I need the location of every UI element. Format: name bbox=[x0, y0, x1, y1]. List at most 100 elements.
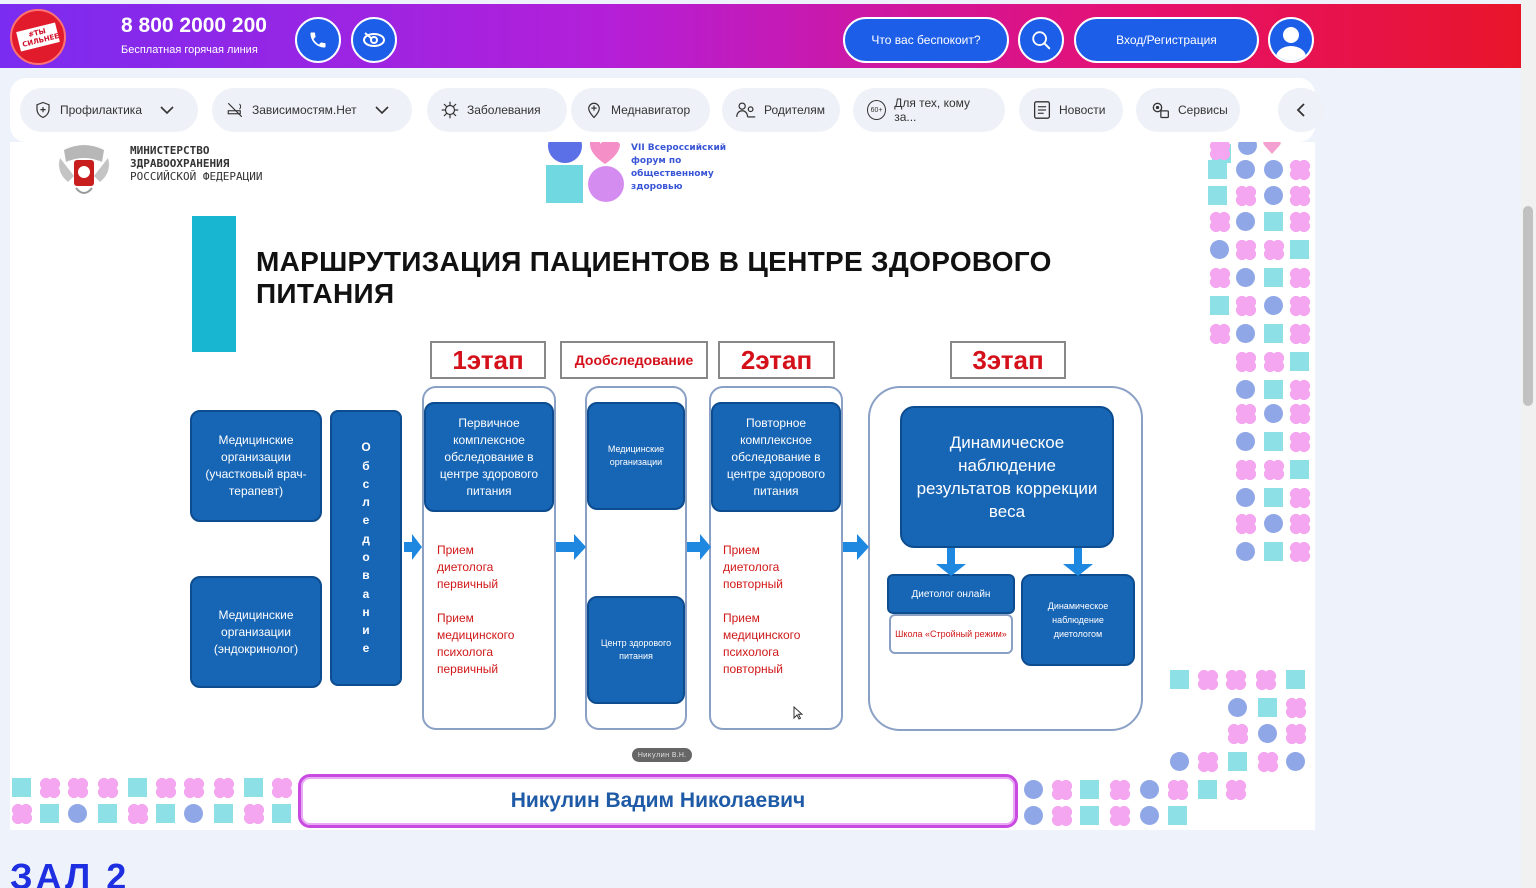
arrow-right-icon bbox=[404, 534, 422, 560]
chevron-down-icon bbox=[375, 106, 389, 115]
circle-shape bbox=[1228, 698, 1247, 717]
symptom-checker-button[interactable]: Что вас беспокоит? bbox=[843, 17, 1009, 63]
nav-item-label: Зависимостям.Нет bbox=[252, 103, 357, 117]
arrow-down-icon bbox=[1063, 548, 1093, 576]
hotline-phone[interactable]: 8 800 2000 200 bbox=[121, 14, 267, 37]
med-org-therapist-box: Медицинские организации (участковый врач… bbox=[190, 410, 322, 522]
nav-item-news[interactable]: Новости bbox=[1019, 88, 1123, 132]
ministry-label: МИНИСТЕРСТВО ЗДРАВООХРАНЕНИЯ РОССИЙСКОЙ … bbox=[130, 144, 262, 183]
vertical-letter: и bbox=[362, 623, 370, 638]
vertical-letter: л bbox=[362, 495, 370, 510]
flower-shape bbox=[1290, 296, 1310, 316]
call-button[interactable] bbox=[295, 17, 341, 63]
nav-item-prevention[interactable]: Профилактика bbox=[20, 88, 198, 132]
flower-shape bbox=[1226, 780, 1246, 800]
heart-shape bbox=[1262, 142, 1282, 156]
circle-shape bbox=[1264, 296, 1283, 315]
flower-shape bbox=[1290, 324, 1310, 344]
dietitian-monitoring-box: Динамическое наблюдение диетологом bbox=[1021, 574, 1135, 666]
circle-shape bbox=[1140, 806, 1159, 825]
flower-shape bbox=[1290, 542, 1310, 562]
red-line: Прием bbox=[437, 611, 474, 625]
red-line: Прием bbox=[723, 543, 760, 557]
news-icon bbox=[1033, 101, 1051, 119]
main-nav: Профилактика Зависимостям.Нет Заболевани… bbox=[10, 78, 1324, 142]
square-shape bbox=[1286, 670, 1305, 689]
flower-shape bbox=[1290, 432, 1310, 452]
vertical-letter: о bbox=[362, 550, 370, 564]
circle-shape bbox=[1210, 240, 1229, 259]
flower-shape bbox=[1290, 488, 1310, 508]
flower-shape bbox=[1110, 806, 1130, 826]
accessibility-button[interactable] bbox=[351, 17, 397, 63]
forum-line-4: здоровью bbox=[631, 182, 683, 192]
nav-item-diseases[interactable]: Заболевания bbox=[427, 88, 567, 132]
vertical-letter: е bbox=[362, 641, 370, 656]
circle-shape bbox=[1024, 780, 1043, 799]
circle-shape bbox=[184, 804, 203, 823]
red-line: первичный bbox=[437, 577, 499, 591]
flower-shape bbox=[12, 804, 32, 824]
nav-item-label: Новости bbox=[1059, 103, 1106, 117]
flower-shape bbox=[1264, 352, 1284, 372]
forum-line-1: VII Всероссийский bbox=[631, 143, 727, 153]
arrow-right-icon bbox=[843, 534, 869, 560]
square-shape bbox=[244, 778, 263, 797]
site-logo[interactable]: #ТЫ СИЛЬНЕЕ bbox=[10, 9, 66, 65]
red-line: повторный bbox=[723, 577, 783, 591]
circle-shape bbox=[1024, 806, 1043, 825]
stage-2-label: 2этап bbox=[718, 341, 835, 379]
title-accent-bar bbox=[192, 216, 236, 352]
circle-shape bbox=[1264, 186, 1283, 205]
mouse-cursor-icon bbox=[793, 706, 803, 720]
nav-item-addictions[interactable]: Зависимостям.Нет bbox=[212, 88, 412, 132]
parents-icon bbox=[736, 102, 756, 118]
flower-shape bbox=[1290, 212, 1310, 232]
nav-item-label: Профилактика bbox=[60, 103, 142, 117]
extra-med-org-box: Медицинские организации bbox=[587, 402, 685, 510]
square-shape bbox=[214, 804, 233, 823]
flower-shape bbox=[184, 778, 204, 798]
nav-item-parents[interactable]: Родителям bbox=[722, 88, 840, 132]
search-button[interactable] bbox=[1018, 17, 1064, 63]
nav-item-mednavigator[interactable]: Меднавигатор bbox=[571, 88, 710, 132]
flower-shape bbox=[1236, 186, 1256, 206]
flower-shape bbox=[1290, 268, 1310, 288]
vertical-letter: а bbox=[362, 586, 370, 601]
eye-icon bbox=[363, 32, 385, 47]
user-avatar-button[interactable] bbox=[1268, 17, 1314, 63]
presentation-slide[interactable]: МИНИСТЕРСТВО ЗДРАВООХРАНЕНИЯ РОССИЙСКОЙ … bbox=[10, 142, 1315, 830]
flower-shape bbox=[1110, 780, 1130, 800]
nav-item-seniors[interactable]: 60+ Для тех, кому за... bbox=[853, 88, 1005, 132]
square-shape bbox=[1290, 240, 1309, 259]
red-line: диетолога bbox=[437, 560, 494, 574]
ministry-emblem-icon bbox=[59, 145, 109, 194]
flower-shape bbox=[1198, 670, 1218, 690]
page-scrollbar-thumb[interactable] bbox=[1523, 206, 1533, 406]
flower-shape bbox=[1236, 352, 1256, 372]
square-shape bbox=[1168, 806, 1187, 825]
site-header: #ТЫ СИЛЬНЕЕ 8 800 2000 200 Бесплатная го… bbox=[0, 4, 1521, 68]
nav-scroll-back-button[interactable] bbox=[1278, 88, 1324, 132]
flower-shape bbox=[1226, 670, 1246, 690]
login-button[interactable]: Вход/Регистрация bbox=[1074, 17, 1259, 63]
red-line: психолога bbox=[723, 645, 780, 659]
dietitian-online-box: Диетолог онлайн bbox=[887, 574, 1015, 614]
flower-shape bbox=[1210, 142, 1230, 160]
stage-2-dietitian-text: Прием диетолога повторный bbox=[723, 542, 783, 593]
circle-shape bbox=[1140, 780, 1159, 799]
stage-1-label: 1этап bbox=[430, 341, 546, 379]
square-shape bbox=[1170, 670, 1189, 689]
flower-shape bbox=[156, 778, 176, 798]
nav-item-services[interactable]: Сервисы bbox=[1136, 88, 1240, 132]
author-tag: Никулин В.Н. bbox=[632, 748, 692, 762]
square-shape bbox=[1080, 780, 1099, 799]
circle-shape bbox=[1264, 404, 1283, 423]
square-shape bbox=[1258, 698, 1277, 717]
shield-plus-icon bbox=[36, 101, 50, 119]
circle-shape bbox=[1170, 752, 1189, 771]
page-scrollbar-track[interactable] bbox=[1521, 0, 1536, 888]
extra-nutrition-center-box: Центр здорового питания bbox=[587, 596, 685, 704]
flower-shape bbox=[272, 778, 292, 798]
location-plus-icon bbox=[588, 102, 600, 119]
